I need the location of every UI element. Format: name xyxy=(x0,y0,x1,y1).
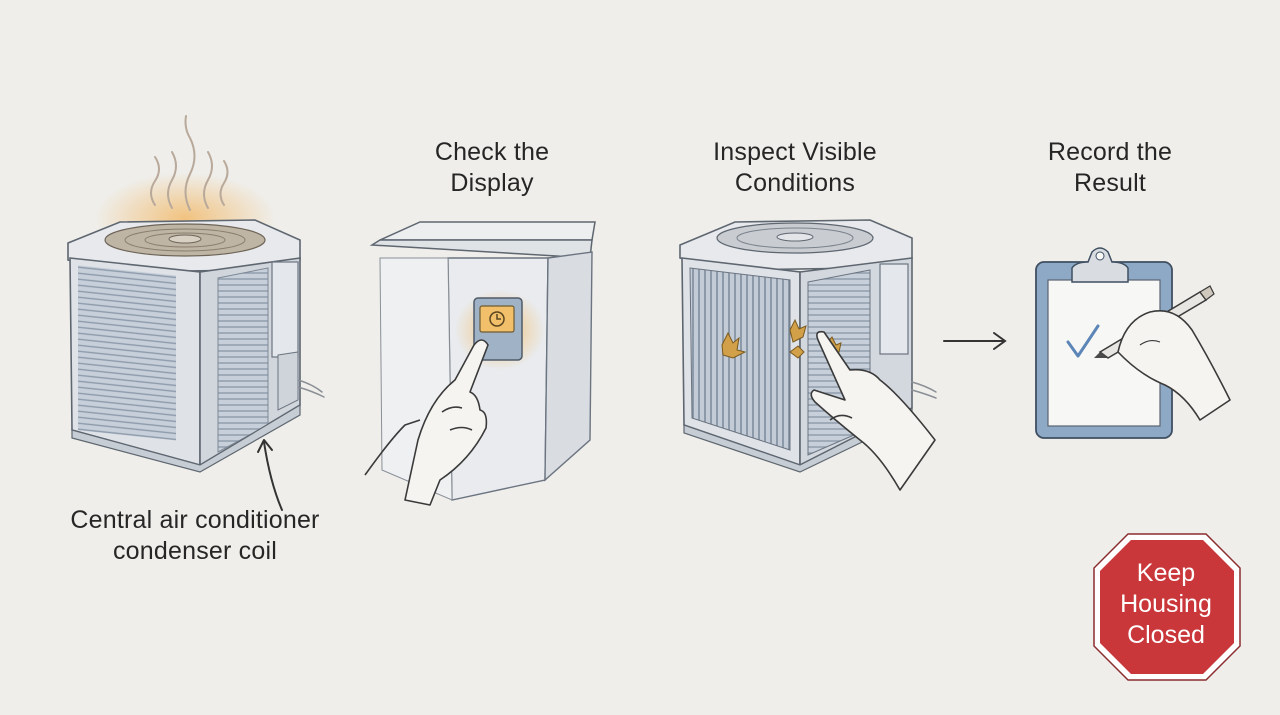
heat-waves-icon xyxy=(150,115,229,211)
inspect-step-illustration xyxy=(679,219,937,491)
checkmark-icon xyxy=(1066,324,1100,358)
inspecting-hand-icon xyxy=(810,330,936,491)
pointing-hand-icon xyxy=(364,339,489,506)
condenser-unit-hot xyxy=(67,115,325,511)
service-panel xyxy=(271,261,299,358)
clock-icon xyxy=(489,311,505,327)
stop-sign xyxy=(1093,533,1241,681)
coil-grille-front xyxy=(78,265,176,441)
record-step-illustration xyxy=(1035,247,1231,439)
writing-hand-icon xyxy=(1094,285,1231,421)
display-step-illustration xyxy=(364,221,596,506)
pointer-arrow xyxy=(263,441,283,511)
clipboard-clip xyxy=(1071,247,1129,283)
arrow-icon xyxy=(943,332,1007,350)
